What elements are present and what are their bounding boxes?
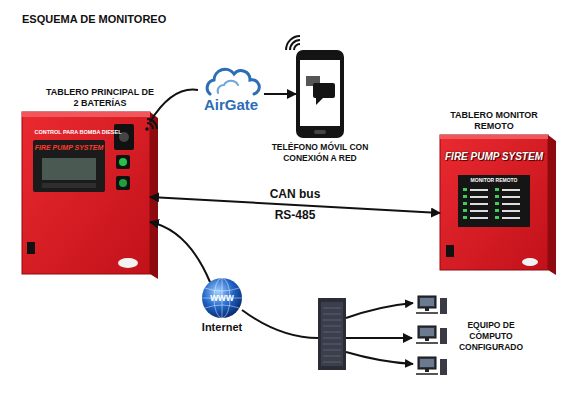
panel-heading: TABLERO MONITOR REMOTO [444, 110, 544, 132]
remote-panel-drawing [440, 135, 556, 275]
computer-drawing [416, 296, 447, 375]
internet-globe: wwwInternet [202, 278, 242, 318]
device-label: EQUIPO DE CÓMPUTO CONFIGURADO [455, 320, 527, 353]
main-panel: TABLERO PRINCIPAL DE 2 BATERÍASCONTROL P… [22, 112, 150, 274]
wifi-symbol [145, 119, 157, 131]
connector [264, 93, 296, 95]
connector [150, 222, 210, 282]
diagram-title: ESQUEMA DE MONITOREO [22, 12, 166, 26]
phone-drawing [296, 50, 344, 138]
brand-logo: FIRE PUMP SYSTEM [33, 143, 105, 152]
brand-logo: FIRE PUMP SYSTEM [440, 151, 548, 163]
globe-caption: Internet [190, 321, 254, 334]
mobile-phone: TELÉFONO MÓVIL CON CONEXIÓN A RED [296, 50, 344, 138]
device-label: TELÉFONO MÓVIL CON CONEXIÓN A RED [262, 142, 378, 164]
airgate-cloud: AirGate [198, 68, 264, 116]
remote-panel: TABLERO MONITOR REMOTOFIRE PUMP SYSTEMMO… [440, 135, 548, 270]
server-fan-arrows [346, 303, 413, 364]
computer-group: EQUIPO DE CÓMPUTO CONFIGURADO [412, 292, 575, 376]
wifi-symbol [286, 36, 300, 50]
window-caption: MONITOR REMOTO [458, 177, 530, 184]
globe-text: www [202, 291, 242, 304]
panel-caption: CONTROL PARA BOMBA DIESEL [30, 129, 126, 136]
panel-heading: TABLERO PRINCIPAL DE 2 BATERÍAS [44, 87, 156, 109]
edge-label: CAN bus RS-485 [265, 184, 325, 226]
connector [150, 90, 198, 122]
main-panel-drawing [22, 112, 158, 279]
brand-name: AirGate [198, 96, 264, 114]
connector [242, 310, 412, 338]
server-drawing [318, 298, 346, 370]
cloud-logo [207, 69, 259, 94]
globe-drawing [202, 278, 242, 318]
